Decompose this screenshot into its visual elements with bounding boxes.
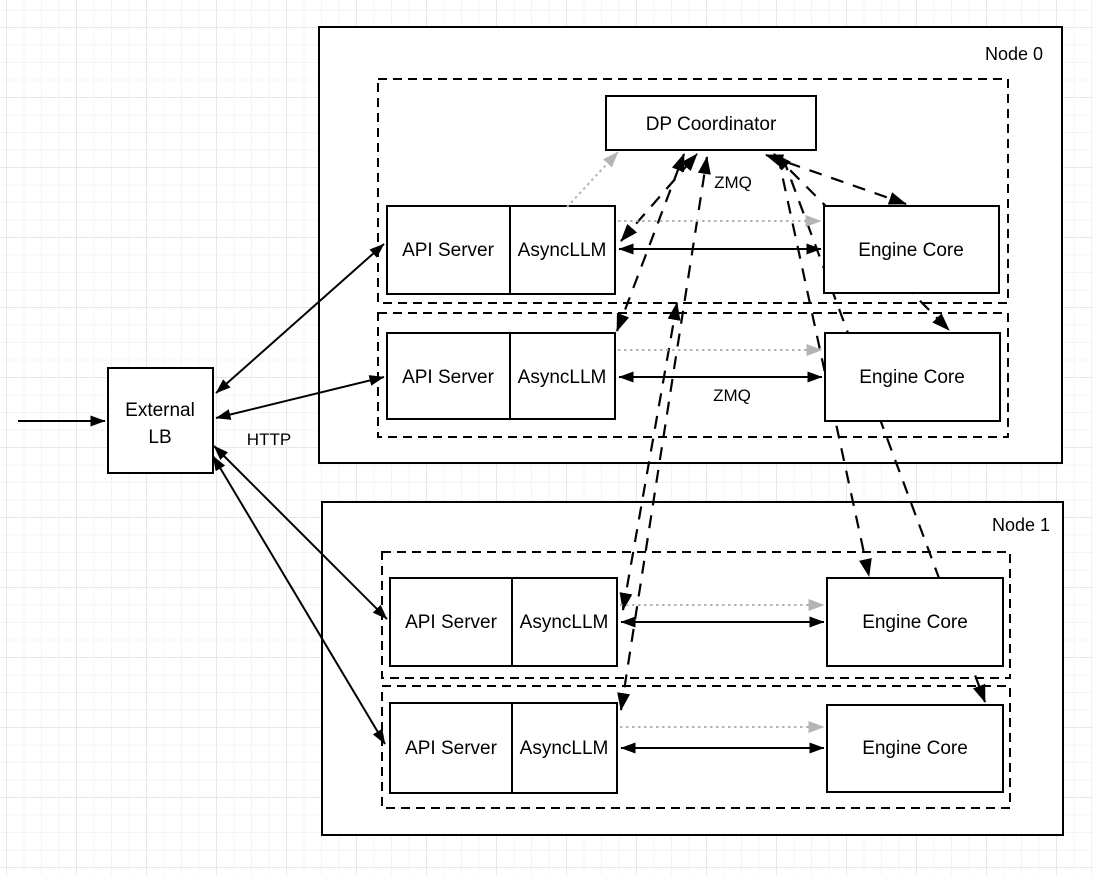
node0-row2-asyncllm-label: AsyncLLM [518,367,607,388]
node1-row1-engine-core-box[interactable] [826,577,1004,667]
node0-row2-apiserver-asyncllm-box[interactable] [386,332,616,420]
dp-coordinator-box[interactable] [605,95,817,151]
node1-row2-apiserver-asyncllm-box[interactable] [389,702,618,794]
zmq-label-coordinator: ZMQ [714,173,752,192]
external-lb-box[interactable] [107,367,214,474]
external-lb-label-line2: LB [148,427,171,448]
edge-coordinator-engine-row3 [776,155,872,577]
node0-row1-apiserver-asyncllm-box[interactable] [386,205,616,295]
external-lb-label-line1: External [125,400,195,421]
node1-row2-asyncllm-label: AsyncLLM [520,738,609,759]
zmq-label-row2: ZMQ [713,386,751,405]
node0-row2-engine-core-box[interactable] [824,332,1001,422]
node0-row1-group [377,78,1009,304]
node0-row1-apiserver-label: API Server [402,240,495,261]
edge-lb-apiserver-row1 [215,243,385,394]
edge-asyncllm-coordinator-dotted [566,151,619,208]
node1-row1-apiserver-asyncllm-box[interactable] [389,577,618,667]
node1-row2-engine-core-label: Engine Core [862,738,968,759]
node1-label: Node 1 [992,515,1050,535]
node0-row1-engine-core-box[interactable] [823,205,1000,294]
node0-row1-asyncllm-label: AsyncLLM [518,240,607,261]
edge-lb-apiserver-row2 [215,375,385,420]
node1-row2-apiserver-label: API Server [405,738,498,759]
node1-row2-engine-core-box[interactable] [826,704,1004,793]
node0-label: Node 0 [985,44,1043,64]
edge-lb-apiserver-row4 [212,455,386,745]
node0-row1-engine-core-label: Engine Core [858,240,964,261]
node0-row2-engine-core-label: Engine Core [859,367,965,388]
node1-row1-asyncllm-label: AsyncLLM [520,612,609,633]
node0-row2-apiserver-label: API Server [402,367,495,388]
dp-coordinator-label: DP Coordinator [646,114,777,135]
node1-row1-apiserver-label: API Server [405,612,498,633]
node1-row1-engine-core-label: Engine Core [862,612,968,633]
http-label: HTTP [247,430,291,449]
